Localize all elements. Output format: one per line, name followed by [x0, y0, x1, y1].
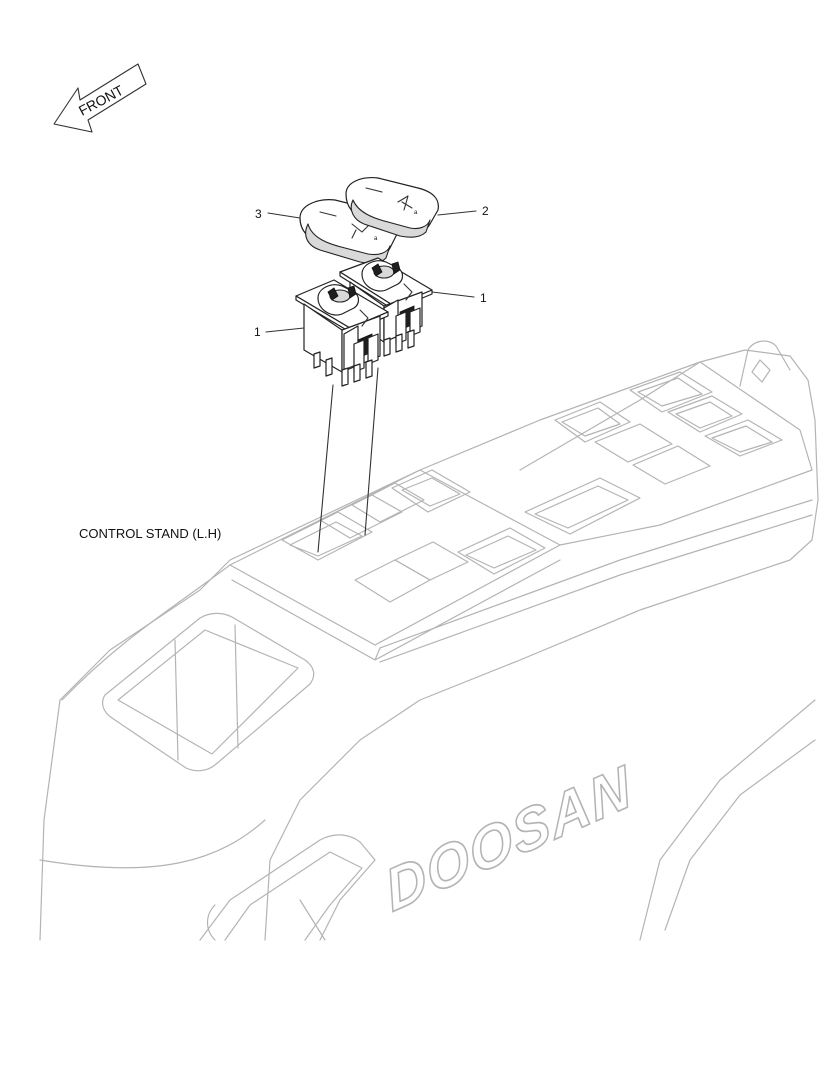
installation-leader-lines — [317, 367, 379, 553]
callout-1-upper-number: 1 — [480, 291, 487, 305]
callout-1-lower: 1 — [254, 325, 305, 339]
callout-3: 3 — [255, 207, 301, 221]
svg-text:a: a — [374, 236, 378, 242]
deck-switch-pockets — [281, 371, 783, 603]
control-stand-housing — [39, 340, 819, 941]
callout-2-number: 2 — [482, 204, 489, 218]
rocker-switch-left — [295, 279, 389, 387]
switch-cap-right: a — [345, 177, 439, 238]
callout-1-upper: 1 — [431, 291, 487, 305]
assembly-caption: CONTROL STAND (L.H) — [79, 526, 221, 541]
front-direction-arrow: FRONT — [53, 63, 147, 133]
brand-logo-doosan: DOOSAN — [379, 753, 638, 925]
callout-2: 2 — [437, 204, 489, 218]
callout-3-number: 3 — [255, 207, 262, 221]
svg-text:a: a — [414, 210, 418, 216]
callout-1-lower-number: 1 — [254, 325, 261, 339]
